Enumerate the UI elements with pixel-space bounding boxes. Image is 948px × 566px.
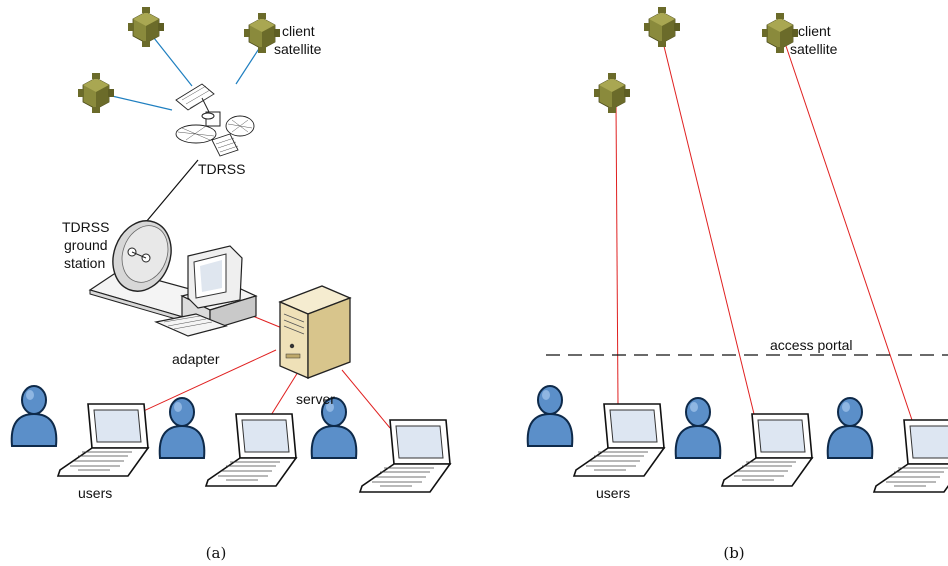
users-label: users	[78, 485, 112, 501]
caption-b: (b)	[723, 544, 744, 562]
tdrss-label: TDRSS	[198, 161, 245, 177]
users-label: users	[596, 485, 630, 501]
user-laptop-icon	[873, 419, 948, 493]
adapter-computer-icon	[154, 245, 258, 337]
link-satellite1-tdrss	[153, 37, 193, 87]
user-laptop-icon	[57, 403, 149, 477]
user-laptop-icon	[205, 413, 297, 487]
client-satellite-cube-icon	[643, 6, 681, 48]
client-satellite-label: satellite	[274, 41, 322, 57]
panel-a: client satellite TDRSS TDRSS ground stat…	[10, 6, 451, 562]
client-satellite-cube-icon	[127, 6, 165, 48]
ground-station-label: ground	[64, 237, 108, 253]
user-laptop-icon	[359, 419, 451, 493]
client-satellite-cube-icon	[593, 72, 631, 114]
ground-station-label: TDRSS	[62, 219, 109, 235]
server-tower-icon	[278, 285, 352, 379]
link-tdrss-ground	[145, 159, 199, 223]
link-satellite-user1	[615, 103, 619, 405]
link-server-user2	[267, 371, 299, 421]
user-person-icon	[526, 385, 574, 447]
client-satellite-label: client	[282, 23, 315, 39]
user-person-icon	[674, 397, 722, 459]
client-satellite-label: client	[798, 23, 831, 39]
user-laptop-icon	[573, 403, 665, 477]
link-satellite2-tdrss	[235, 43, 263, 85]
user-person-icon	[310, 397, 358, 459]
ground-station-label: station	[64, 255, 105, 271]
tdrss-relay-satellite-icon	[175, 83, 255, 157]
user-person-icon	[826, 397, 874, 459]
client-satellite-label: satellite	[790, 41, 838, 57]
link-server-user3	[341, 369, 391, 429]
client-satellite-cube-icon	[77, 72, 115, 114]
caption-a: (a)	[206, 544, 227, 562]
user-person-icon	[10, 385, 58, 447]
link-server-user1	[123, 349, 277, 421]
server-label: server	[296, 391, 335, 407]
link-satellite3-tdrss	[111, 95, 173, 111]
access-portal-label: access portal	[770, 337, 852, 353]
user-laptop-icon	[721, 413, 813, 487]
adapter-label: adapter	[172, 351, 220, 367]
user-person-icon	[158, 397, 206, 459]
panel-b: access portal client satellite users (b)	[526, 6, 948, 562]
link-satellite-user2	[661, 37, 755, 415]
link-satellite-user3	[785, 45, 913, 421]
